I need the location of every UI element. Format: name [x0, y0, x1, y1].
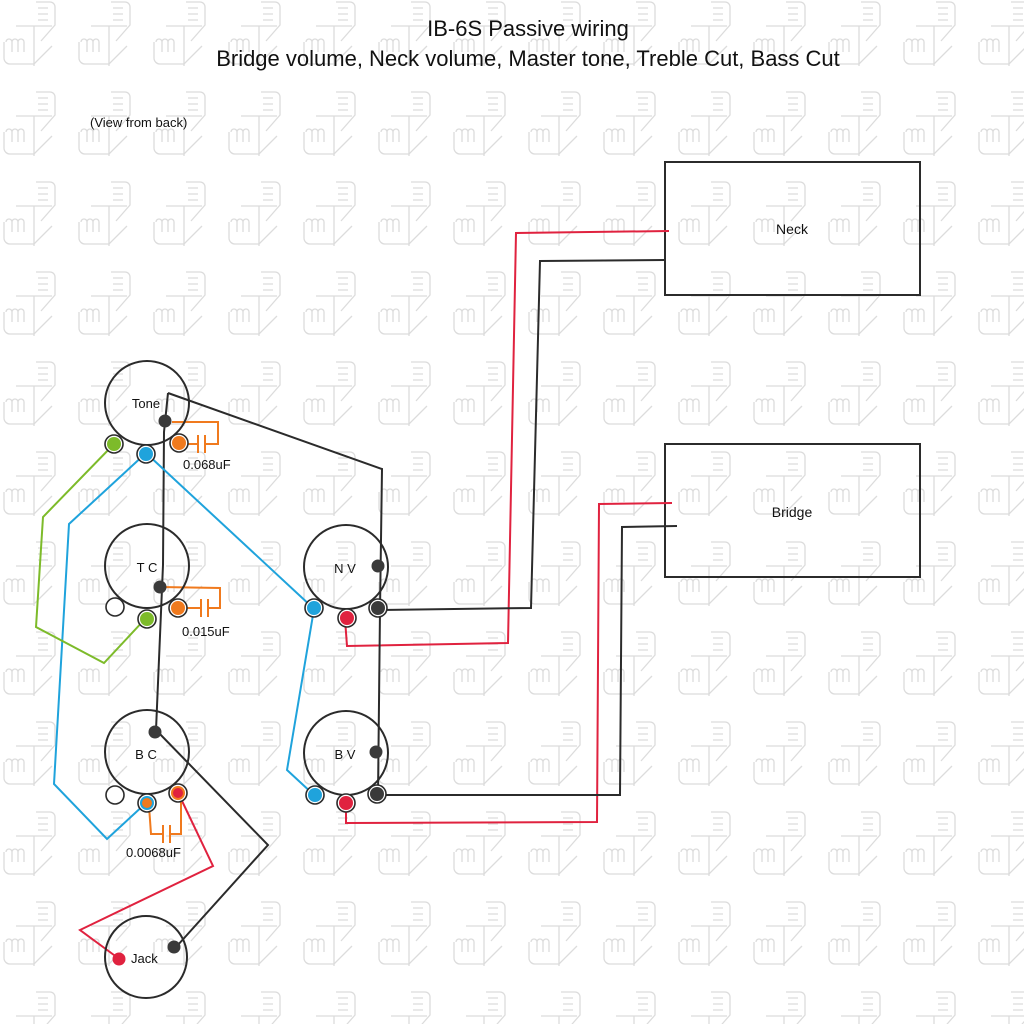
- treble-cut-pot-label: T C: [137, 560, 158, 575]
- bass-cut-ground-lug: [148, 725, 162, 739]
- tone-pot-lug-orange: [172, 436, 186, 450]
- bridge-pickup-label: Bridge: [772, 504, 813, 520]
- view-note: (View from back): [90, 115, 188, 130]
- treble-cut-lug-orange: [171, 601, 185, 615]
- capacitor-tone-value: 0.068uF: [183, 457, 231, 472]
- wire-tone-bc: [52, 452, 147, 841]
- bass-cut-pot[interactable]: B C: [104, 709, 190, 813]
- neck-volume-pot-label: N V: [334, 561, 356, 576]
- wire-jack-tip: [78, 794, 215, 959]
- bridge-volume-ground-lug: [369, 745, 383, 759]
- bridge-volume-lug-black: [370, 787, 384, 801]
- neck-pickup-label: Neck: [776, 221, 809, 237]
- bass-cut-lug-blue-orange: [142, 798, 152, 808]
- wire-bridge-hot: [345, 502, 673, 825]
- capacitor-treble-cut-value: 0.015uF: [182, 624, 230, 639]
- diagram-title-line: IB-6S Passive wiring: [427, 16, 629, 41]
- treble-cut-ground-lug: [153, 580, 167, 594]
- tone-pot-lug-green: [107, 437, 121, 451]
- bass-cut-pot-label: B C: [135, 747, 157, 762]
- wire-bridge-ground: [378, 525, 678, 796]
- tone-pot-label: Tone: [132, 396, 160, 411]
- neck-volume-lug-red: [340, 611, 354, 625]
- wire-jack-sleeve: [155, 729, 270, 947]
- wire-ground-bus: [155, 392, 169, 731]
- wire-nv-bv: [285, 608, 315, 796]
- wire-neck-ground: [377, 259, 666, 611]
- bridge-volume-lug-red: [339, 796, 353, 810]
- output-jack[interactable]: Jack: [104, 915, 188, 999]
- neck-volume-lug-blue: [307, 601, 321, 615]
- treble-cut-lug-empty: [105, 597, 125, 617]
- bridge-volume-pot[interactable]: B V: [303, 710, 389, 813]
- neck-volume-ground-lug: [371, 559, 385, 573]
- neck-pickup[interactable]: Neck: [664, 161, 921, 296]
- capacitor-bass-cut[interactable]: [148, 800, 182, 843]
- diagram-subtitle: Bridge volume, Neck volume, Master tone,…: [216, 46, 840, 71]
- bridge-volume-lug-blue: [308, 788, 322, 802]
- jack-tip-lug: [112, 952, 126, 966]
- jack-sleeve-lug: [167, 940, 181, 954]
- neck-volume-pot[interactable]: N V: [303, 524, 389, 628]
- tone-pot-lug-blue: [139, 447, 153, 461]
- bridge-volume-pot-label: B V: [335, 747, 356, 762]
- neck-volume-lug-black: [371, 601, 385, 615]
- bridge-pickup[interactable]: Bridge: [664, 443, 921, 578]
- wire-tone-tc: [34, 443, 147, 665]
- treble-cut-pot[interactable]: T C: [104, 523, 190, 629]
- treble-cut-lug-green: [140, 612, 154, 626]
- bass-cut-lug-red-orange: [173, 788, 183, 798]
- capacitor-bass-cut-value: 0.0068uF: [126, 845, 181, 860]
- bass-cut-lug-empty: [105, 785, 125, 805]
- tone-pot[interactable]: Tone: [104, 360, 190, 464]
- jack-label: Jack: [131, 951, 158, 966]
- tone-pot-ground-lug: [158, 414, 172, 428]
- wire-tone-nv-ground: [167, 392, 384, 796]
- wire-tone-nv: [145, 452, 313, 608]
- wire-neck-hot: [344, 230, 670, 648]
